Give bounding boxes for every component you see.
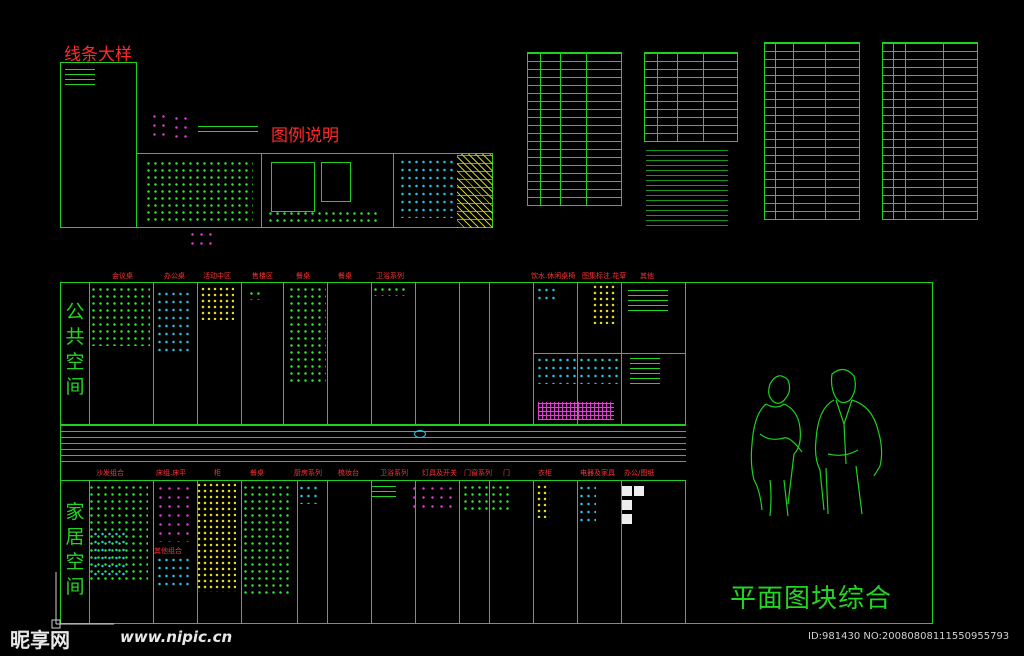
header-lounge-chairs: 饮水.休闲桌椅: [531, 272, 576, 280]
line-styles-title: 线条大样: [64, 45, 132, 65]
header-home-dining: 餐桌: [250, 469, 264, 477]
legend-symbols-b: [267, 210, 377, 224]
header-activity-area: 活动中区: [203, 272, 231, 280]
header-dining-table-1: 餐桌: [296, 272, 310, 280]
header-beds: 床组.床平: [156, 469, 187, 477]
activity-area-blocks[interactable]: [200, 286, 234, 320]
header-meeting-table: 会议桌: [112, 272, 133, 280]
symbol-table-1[interactable]: [527, 52, 622, 206]
header-appliances: 电器及家具: [580, 469, 615, 477]
meeting-table-blocks[interactable]: [90, 286, 150, 346]
sales-area-blocks[interactable]: [248, 290, 262, 300]
office-desk-blocks[interactable]: [156, 290, 192, 356]
header-lighting: 灯具及开关: [422, 469, 457, 477]
header-office-desk: 办公桌: [164, 272, 185, 280]
header-doors: 门: [503, 469, 510, 477]
home-dining-blocks[interactable]: [242, 484, 290, 596]
dining-table-blocks[interactable]: [288, 286, 326, 386]
other-combinations-label: 其他组合: [154, 547, 182, 555]
watermark-logo: 昵享网: [10, 628, 70, 652]
table-2-notes: [646, 150, 728, 226]
door-blocks[interactable]: [462, 484, 512, 510]
main-title: 平面图块综合: [730, 584, 893, 614]
appliance-blocks[interactable]: [578, 484, 596, 524]
public-space-panel[interactable]: [60, 282, 686, 425]
legend-panel[interactable]: [136, 153, 493, 228]
lounge-chair-blocks[interactable]: [536, 286, 556, 300]
window-blocks[interactable]: [410, 484, 458, 514]
hatch-block: [457, 154, 493, 228]
cabinet-blocks[interactable]: [196, 482, 236, 592]
bed-blocks-lower[interactable]: [156, 556, 190, 586]
line-styles-samples: [65, 69, 95, 87]
header-office-drawings: 办公/图纸: [624, 469, 655, 477]
header-wardrobe: 衣柜: [538, 469, 552, 477]
home-space-label: 家 居 空 间: [65, 501, 85, 598]
legend-box-b: [321, 162, 351, 202]
people-line-drawing: [750, 368, 883, 517]
header-other: 其他: [640, 272, 654, 280]
header-home-bathroom: 卫浴系列: [380, 469, 408, 477]
lighting-blocks[interactable]: [372, 486, 396, 500]
line-styles-panel[interactable]: [60, 62, 137, 228]
header-sales-area: 售楼区: [252, 272, 273, 280]
kitchen-blocks[interactable]: [298, 484, 320, 504]
header-cabinets: 柜: [214, 469, 221, 477]
wardrobe-blocks[interactable]: [536, 484, 550, 518]
office-drawing-thumbs[interactable]: [622, 486, 646, 526]
public-space-label: 公 共 空 间: [65, 301, 85, 398]
other-lines[interactable]: [630, 358, 660, 384]
header-kitchen: 厨房系列: [294, 469, 322, 477]
annotation-lines[interactable]: [628, 290, 668, 314]
tile-grid-block[interactable]: [538, 402, 614, 420]
legend-box-a: [271, 162, 315, 212]
plant-blocks[interactable]: [592, 284, 618, 324]
watermark-url: www.nipic.cn: [120, 628, 233, 646]
symbol-table-2[interactable]: [644, 52, 738, 142]
bed-blocks[interactable]: [156, 484, 190, 542]
legend-title: 图例说明: [271, 126, 339, 146]
header-windows: 门窗系列: [464, 469, 492, 477]
legend-symbols-a: [145, 160, 253, 222]
legend-symbols-c: [399, 158, 457, 218]
divider-band: [60, 425, 686, 463]
header-bathroom-series: 卫浴系列: [376, 272, 404, 280]
symbol-table-3[interactable]: [764, 42, 860, 220]
sofa-blocks-alt[interactable]: [92, 530, 126, 576]
header-dining-table-2: 餐桌: [338, 272, 352, 280]
center-symbol: [414, 430, 426, 438]
misc-blocks-row[interactable]: [536, 356, 618, 384]
symbol-table-4[interactable]: [882, 42, 978, 220]
header-dresser: 梳妆台: [338, 469, 359, 477]
line-legend-strip: [150, 112, 262, 144]
small-legend-swatch: [188, 230, 212, 250]
header-annotation-plants: 图集标注.花草: [582, 272, 627, 280]
ucs-axis-icon: [51, 572, 114, 629]
bathroom-blocks[interactable]: [372, 286, 406, 296]
image-id-text: ID:981430 NO:20080808111550955793: [808, 631, 1010, 642]
header-sofa-sets: 沙发组合: [96, 469, 124, 477]
